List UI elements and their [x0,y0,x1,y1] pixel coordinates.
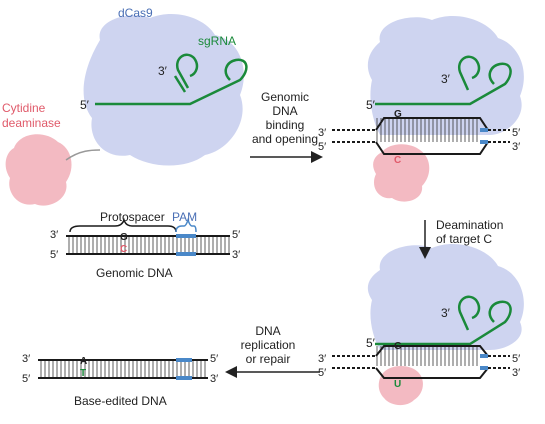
base-edited-dna-duplex [38,358,208,380]
pam-bracket [175,217,197,233]
deaminase-deaminated [378,366,423,406]
bound-3prime-left: 3′ [318,127,327,139]
step-deamination-label: Deamination of target C [436,218,504,246]
deam-sgrna-5prime: 5′ [366,336,375,350]
sgrna-5prime-label: 5′ [80,98,89,112]
genomic-5prime-right: 5′ [232,229,241,241]
bound-5prime-left: 5′ [318,141,327,153]
edited-5prime-right: 5′ [210,353,219,365]
bound-dna-bubble [332,117,510,155]
deam-g: G [394,341,402,352]
deaminase-linker [65,149,101,161]
dcas9-protein-deaminated [367,244,524,350]
pam-label: PAM [172,210,198,224]
edited-3prime-right: 3′ [210,373,219,385]
sgrna-bound [375,55,512,106]
deam-5prime-left: 5′ [318,367,327,379]
bound-5prime-right: 5′ [512,127,521,139]
protospacer-label: Protospacer [100,210,165,224]
dcas9-label: dCas9 [118,6,153,20]
pam-segment-top [176,234,196,238]
genomic-5prime-left: 5′ [50,249,59,261]
dcas9-complex-initial [5,14,248,206]
base-edited-dna-label: Base-edited DNA [74,394,167,408]
deam-3prime-right: 3′ [512,367,521,379]
deaminase-label-line1: Cytidine [2,101,46,115]
edited-a: A [80,356,88,367]
deaminase-bound [373,144,430,202]
bound-sgrna-3prime: 3′ [441,72,450,86]
pam-segment-bottom [176,252,196,256]
deam-3prime-left: 3′ [318,353,327,365]
dcas9-complex-deaminated [367,244,524,406]
deam-u: U [394,379,402,390]
edited-5prime-left: 5′ [22,373,31,385]
sgrna-deaminated [375,295,512,346]
edited-3prime-left: 3′ [22,353,31,365]
step-replication-label: DNA replication or repair [240,324,296,366]
dcas9-protein-bound [367,16,524,136]
deam-sgrna-3prime: 3′ [441,306,450,320]
bound-g: G [394,109,402,120]
genomic-dna-duplex [66,217,230,256]
genomic-3prime-left: 3′ [50,229,59,241]
bound-c: C [394,155,402,166]
genomic-dna-label: Genomic DNA [96,266,173,280]
genomic-g: G [120,232,128,243]
edited-t: T [80,368,87,379]
genomic-c: C [120,244,128,255]
genomic-3prime-right: 3′ [232,249,241,261]
dcas9-complex-bound [367,16,524,202]
bound-sgrna-5prime: 5′ [366,98,375,112]
step-binding-label: Genomic DNA binding and opening [251,90,319,146]
deam-5prime-right: 5′ [512,353,521,365]
bound-3prime-right: 3′ [512,141,521,153]
sgrna-strand [95,53,248,106]
dcas9-protein [83,14,244,166]
sgrna-label: sgRNA [198,34,237,48]
sgrna-3prime-label: 3′ [158,64,167,78]
protospacer-bracket [69,217,177,233]
deaminated-dna-bubble [332,345,510,379]
deaminase-label-line2: deaminase [2,116,61,130]
cytidine-deaminase-protein [5,134,72,206]
